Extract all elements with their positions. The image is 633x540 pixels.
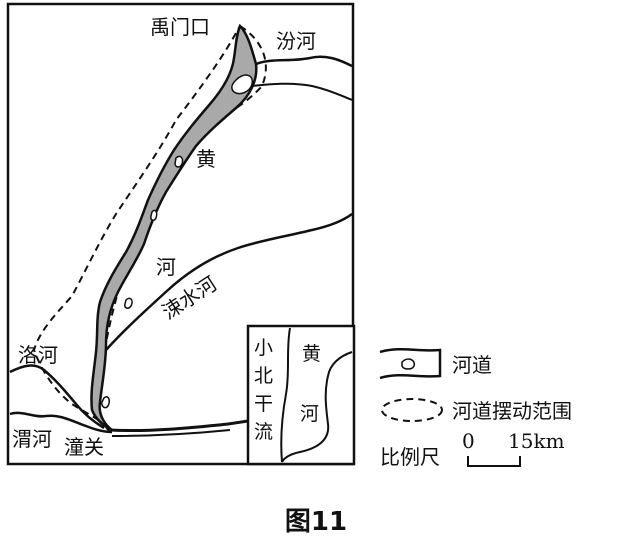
label-huang: 黄 [196,147,216,171]
fen-river [255,55,353,68]
label-he: 河 [156,255,176,279]
legend-channel-island [401,358,416,370]
inset-title-char: 小 [254,337,273,359]
wei-river [9,411,113,434]
label-weihe: 渭河 [12,427,52,451]
river-island [124,297,133,309]
inset-river-bank-left [280,327,291,463]
scale-start: 0 [462,429,475,453]
inset-frame [246,324,356,466]
legend-swing-label: 河道摆动范围 [452,399,572,423]
river-island [101,395,110,409]
figure-caption: 图11 [285,507,347,537]
legend-channel-label: 河道 [452,353,492,377]
inset-title-char: 干 [254,393,273,415]
inset-label-huang: 黄 [302,343,321,365]
inset-river-bank-right [281,351,353,463]
label-sushuihe: 涑水河 [158,271,221,324]
legend-channel-symbol [379,348,442,380]
river-island [231,74,253,95]
legend: 河道 河道摆动范围 比例尺 0 15km [379,348,572,469]
map-frame [6,2,355,466]
scale-end: 15km [508,429,565,453]
inset-title-char: 北 [254,365,273,387]
luo-river [9,364,105,430]
river-island [150,209,158,221]
inset-label-he: 河 [300,403,319,425]
inset-title-char: 流 [254,421,273,443]
river-island [174,155,184,168]
legend-swing-symbol [381,398,443,422]
label-yumenkou: 禹门口 [150,15,210,39]
label-fenhe: 汾河 [276,29,316,53]
yumenkou-right-line [251,82,353,101]
scale-bar [467,456,521,467]
legend-scale-label: 比例尺 [380,445,440,469]
yellow-river-downstream-bank [111,429,231,437]
label-tongguan: 潼关 [64,435,104,459]
inset-map: 小 北 干 流 黄 河 [246,324,356,466]
sushui-river [105,212,353,351]
label-luohe: 洛河 [18,343,58,367]
